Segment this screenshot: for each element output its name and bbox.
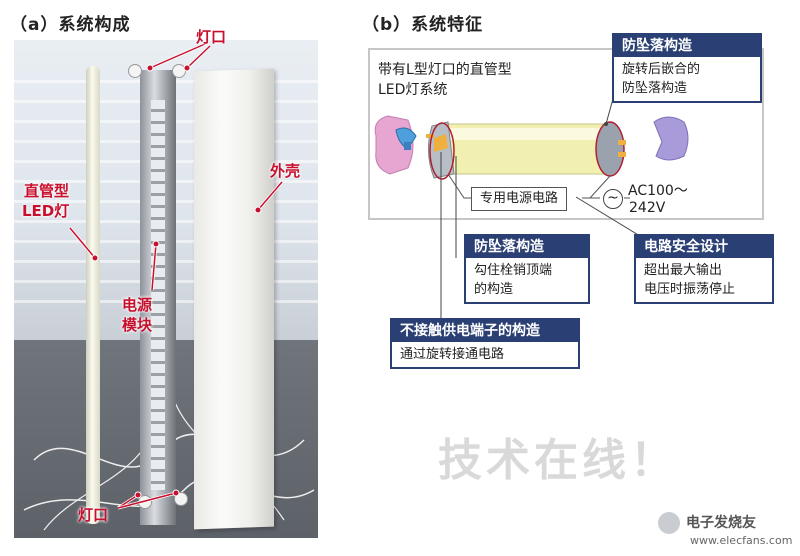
label-tube-line1: 直管型: [24, 182, 70, 200]
voltage-line1: AC100～: [628, 183, 688, 199]
callout-anti-fall-pin-line1: 勾住栓销顶端: [474, 263, 553, 278]
led-tube: [86, 66, 100, 524]
callout-anti-fall-rotate: 防坠落构造 旋转后嵌合的 防坠落构造: [612, 33, 762, 103]
callout-anti-fall-rotate-line2: 防坠落构造: [622, 81, 688, 96]
callout-circuit-safety-line2: 电压时振荡停止: [644, 282, 736, 297]
system-photo: [14, 40, 318, 538]
callout-no-contact: 不接触供电端子的构造 通过旋转接通电路: [390, 318, 580, 369]
callout-anti-fall-pin-line2: 的构造: [474, 282, 514, 297]
voltage-line2: 242V: [629, 200, 666, 216]
site-logo-icon: [658, 512, 680, 534]
site-name: 电子发烧友: [686, 515, 756, 531]
tube-diagram: [374, 115, 689, 199]
callout-no-contact-line1: 通过旋转接通电路: [400, 347, 505, 362]
label-cover: 外壳: [270, 162, 301, 180]
label-module-line1: 电源: [122, 296, 153, 314]
ac-source-icon: ~: [603, 189, 623, 209]
callout-anti-fall-rotate-line1: 旋转后嵌合的: [622, 62, 701, 77]
system-line1: 带有L型灯口的直管型: [378, 62, 512, 78]
label-socket-top: 灯口: [196, 28, 227, 46]
power-module-detail: [151, 100, 165, 490]
site-url: www.elecfans.com: [690, 534, 793, 547]
left-heading: （a）系统构成: [10, 15, 131, 35]
label-socket-bottom: 灯口: [78, 506, 109, 524]
callout-circuit-safety-line1: 超出最大输出: [644, 263, 723, 278]
callout-anti-fall-rotate-title: 防坠落构造: [614, 35, 760, 57]
top-socket-a: [128, 64, 142, 78]
callout-circuit-safety-title: 电路安全设计: [636, 236, 772, 258]
ac-wave-glyph: ~: [607, 190, 619, 206]
callout-anti-fall-pin: 防坠落构造 勾住栓销顶端 的构造: [464, 234, 590, 304]
callout-no-contact-title: 不接触供电端子的构造: [392, 320, 578, 342]
label-tube-line2: LED灯: [22, 202, 70, 220]
callout-circuit-safety: 电路安全设计 超出最大输出 电压时振荡停止: [634, 234, 774, 304]
watermark-text: 技术在线！: [438, 435, 678, 486]
label-module-line2: 模块: [122, 316, 153, 334]
system-line2: LED灯系统: [378, 82, 448, 98]
power-circuit-box: 专用电源电路: [471, 187, 568, 211]
callout-anti-fall-pin-title: 防坠落构造: [466, 236, 588, 258]
right-heading: （b）系统特征: [362, 15, 484, 35]
photo-leaders: [68, 42, 284, 510]
